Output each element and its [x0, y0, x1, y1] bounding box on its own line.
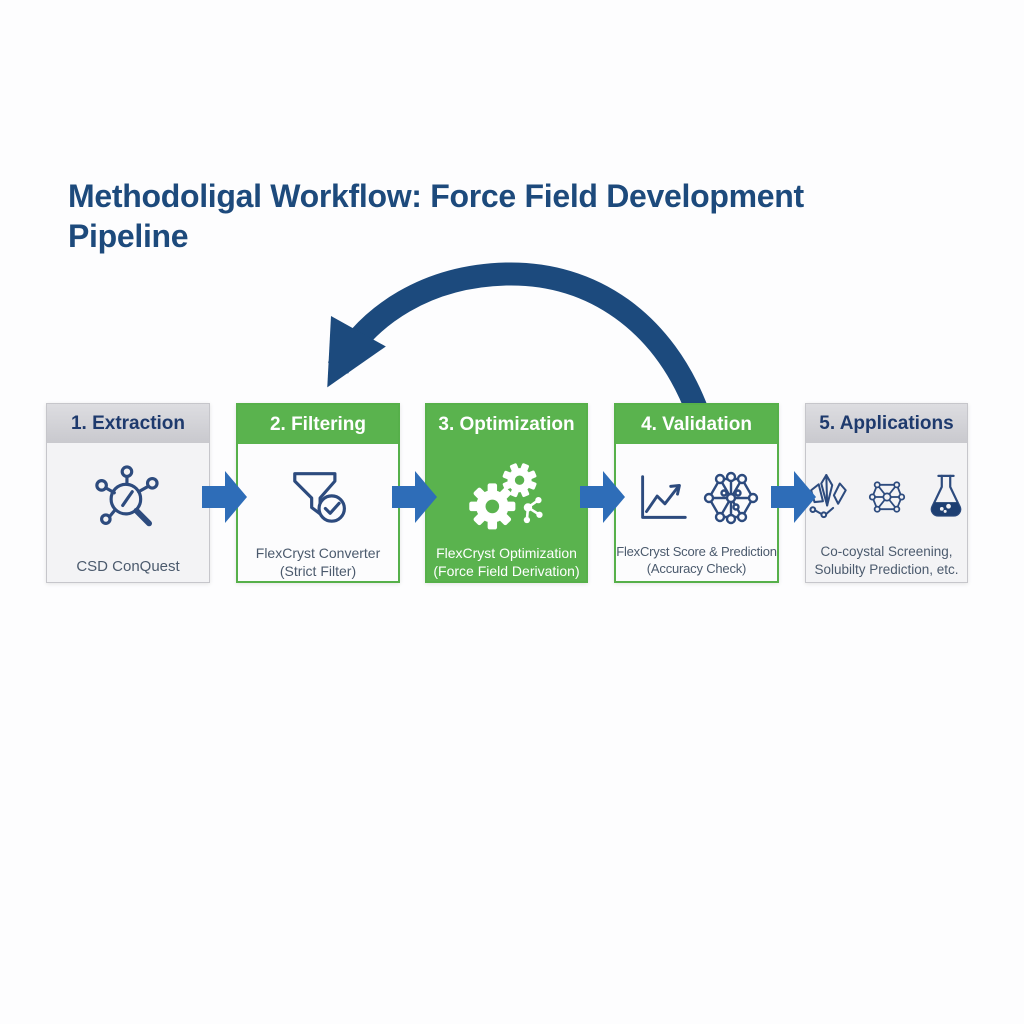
growth-chart-icon [631, 467, 693, 534]
gears-molecule-icon [463, 460, 551, 541]
connector-arrow-icon [771, 471, 816, 523]
crystals-icon [801, 470, 855, 529]
step-icon-row [631, 456, 763, 544]
step-caption: FlexCryst Converter (Strict Filter) [256, 544, 380, 580]
step-caption: FlexCryst Optimization (Force Field Deri… [433, 544, 579, 580]
step-icon-row [463, 456, 551, 544]
step-box-filtering: 2. Filtering FlexCryst Converter (Strict… [236, 403, 400, 583]
step-body: FlexCryst Optimization (Force Field Deri… [427, 444, 586, 581]
caption-line: (Accuracy Check) [646, 560, 747, 576]
flask-icon [919, 470, 973, 529]
step-icon-row [90, 455, 166, 543]
step-box-validation: 4. Validation [614, 403, 779, 583]
step-header: 4. Validation [616, 405, 777, 444]
caption-line: (Force Field Derivation) [433, 563, 580, 580]
step-body: CSD ConQuest [47, 443, 209, 582]
step-caption: Co-coystal Screening, Solubilty Predicti… [814, 543, 958, 578]
caption-line: FlexCryst Converter [255, 545, 381, 561]
step-header: 5. Applications [806, 404, 967, 443]
step-header: 2. Filtering [238, 405, 398, 444]
caption-line: FlexCryst Optimization [436, 545, 577, 561]
step-icon-row [801, 455, 973, 543]
step-body: FlexCryst Converter (Strict Filter) [238, 444, 398, 581]
step-header: 1. Extraction [47, 404, 209, 443]
step-box-extraction: 1. Extraction [46, 403, 210, 583]
step-box-applications: 5. Applications [805, 403, 968, 583]
connector-arrow-icon [202, 471, 247, 523]
caption-line: Solubilty Prediction, etc. [814, 561, 959, 577]
caption-line: (Strict Filter) [279, 563, 357, 580]
funnel-check-icon [280, 460, 356, 541]
step-icon-row [280, 456, 356, 544]
step-body: Co-coystal Screening, Solubilty Predicti… [806, 443, 967, 582]
caption-line: Co-coystal Screening, [820, 544, 953, 559]
step-header: 3. Optimization [427, 405, 586, 444]
page-title: Methodoligal Workflow: Force Field Devel… [68, 178, 804, 254]
molecule-network-icon [861, 471, 913, 528]
step-caption: FlexCryst Score & Prediction (Accuracy C… [616, 544, 777, 578]
connector-arrow-icon [580, 471, 625, 523]
connector-arrow-icon [392, 471, 437, 523]
molecule-magnifier-icon [90, 459, 166, 540]
caption-line: CSD ConQuest [76, 558, 180, 575]
step-caption: CSD ConQuest [76, 557, 179, 577]
step-body: FlexCryst Score & Prediction (Accuracy C… [616, 444, 777, 581]
molecular-cage-icon [699, 466, 763, 535]
caption-line: FlexCryst Score & Prediction [616, 544, 777, 559]
step-box-optimization: 3. Optimization [425, 403, 588, 583]
